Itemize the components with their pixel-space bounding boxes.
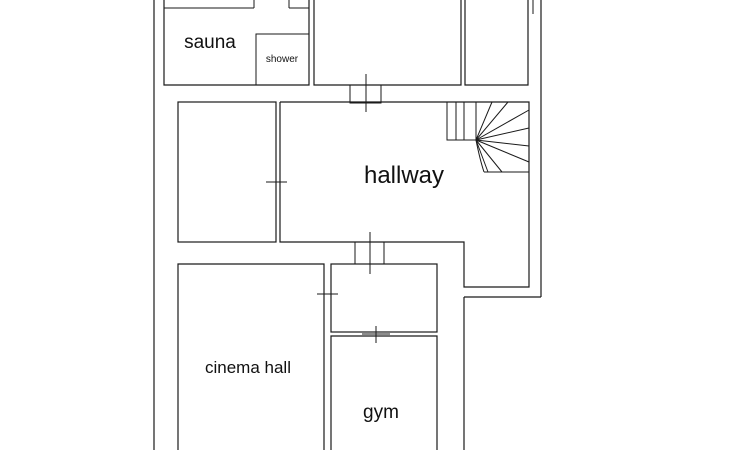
hallway-room bbox=[279, 101, 530, 288]
cinema-hall-room bbox=[177, 263, 338, 450]
label-cinema-hall: cinema hall bbox=[205, 358, 291, 377]
lobby-room bbox=[330, 263, 438, 333]
outer-walls bbox=[153, 0, 542, 450]
label-hallway: hallway bbox=[364, 162, 444, 189]
label-gym: gym bbox=[363, 402, 399, 423]
door-top-hallway bbox=[349, 74, 382, 112]
top-rooms bbox=[163, 0, 529, 86]
staircase bbox=[446, 101, 530, 173]
door-hallway-lower bbox=[354, 232, 385, 274]
gym-room bbox=[330, 326, 438, 450]
label-sauna: sauna bbox=[184, 32, 236, 53]
shower-room bbox=[255, 33, 310, 86]
left-middle-room bbox=[177, 101, 287, 243]
label-shower: shower bbox=[266, 54, 299, 65]
